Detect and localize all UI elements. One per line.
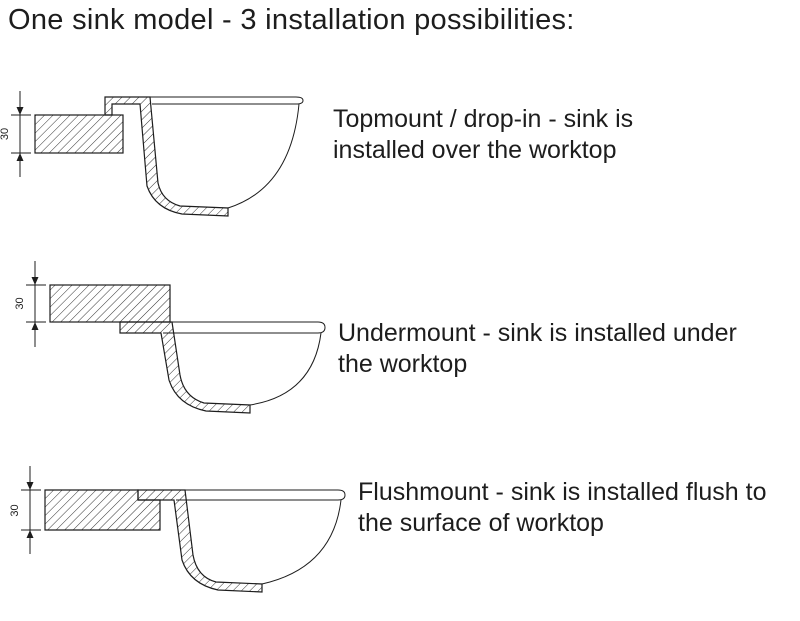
sink-bowl-curve [249, 332, 322, 406]
dimension-label: 30 [0, 128, 11, 140]
caption-topmount: Topmount / drop-in - sink is installed o… [333, 105, 634, 164]
dimension-arrow [26, 482, 34, 490]
flushmount-drawing: 30 [9, 466, 346, 593]
sink-rim [176, 489, 346, 501]
topmount-drawing: 30 [0, 91, 304, 217]
dimension-label: 30 [14, 297, 26, 309]
dimension-arrow [26, 530, 34, 538]
dimension-arrow [16, 153, 24, 161]
sink-section [137, 489, 263, 593]
worktop-section [34, 114, 124, 154]
undermount-diagram: 30 [0, 255, 340, 430]
sink-rim [150, 96, 304, 105]
undermount-drawing: 30 [14, 261, 326, 414]
dimension-arrow [16, 107, 24, 115]
dimension-30: 30 [14, 261, 46, 347]
worktop-section [49, 284, 171, 323]
sink-section [104, 96, 229, 217]
topmount-diagram: 30 [0, 83, 335, 238]
dimension-label: 30 [9, 504, 21, 516]
dimension-30: 30 [9, 466, 41, 554]
sink-bowl-curve [261, 499, 342, 585]
sink-rim [163, 321, 326, 334]
page-title: One sink model - 3 installation possibil… [8, 4, 575, 36]
dimension-30: 30 [0, 91, 31, 177]
caption-undermount: Undermount - sink is installed under the… [338, 319, 737, 378]
caption-flushmount: Flushmount - sink is installed flush to … [358, 478, 767, 537]
dimension-arrow [31, 277, 39, 285]
sink-bowl-curve [227, 103, 300, 209]
sink-section [119, 321, 251, 414]
flushmount-diagram: 30 [0, 450, 360, 610]
dimension-arrow [31, 322, 39, 330]
